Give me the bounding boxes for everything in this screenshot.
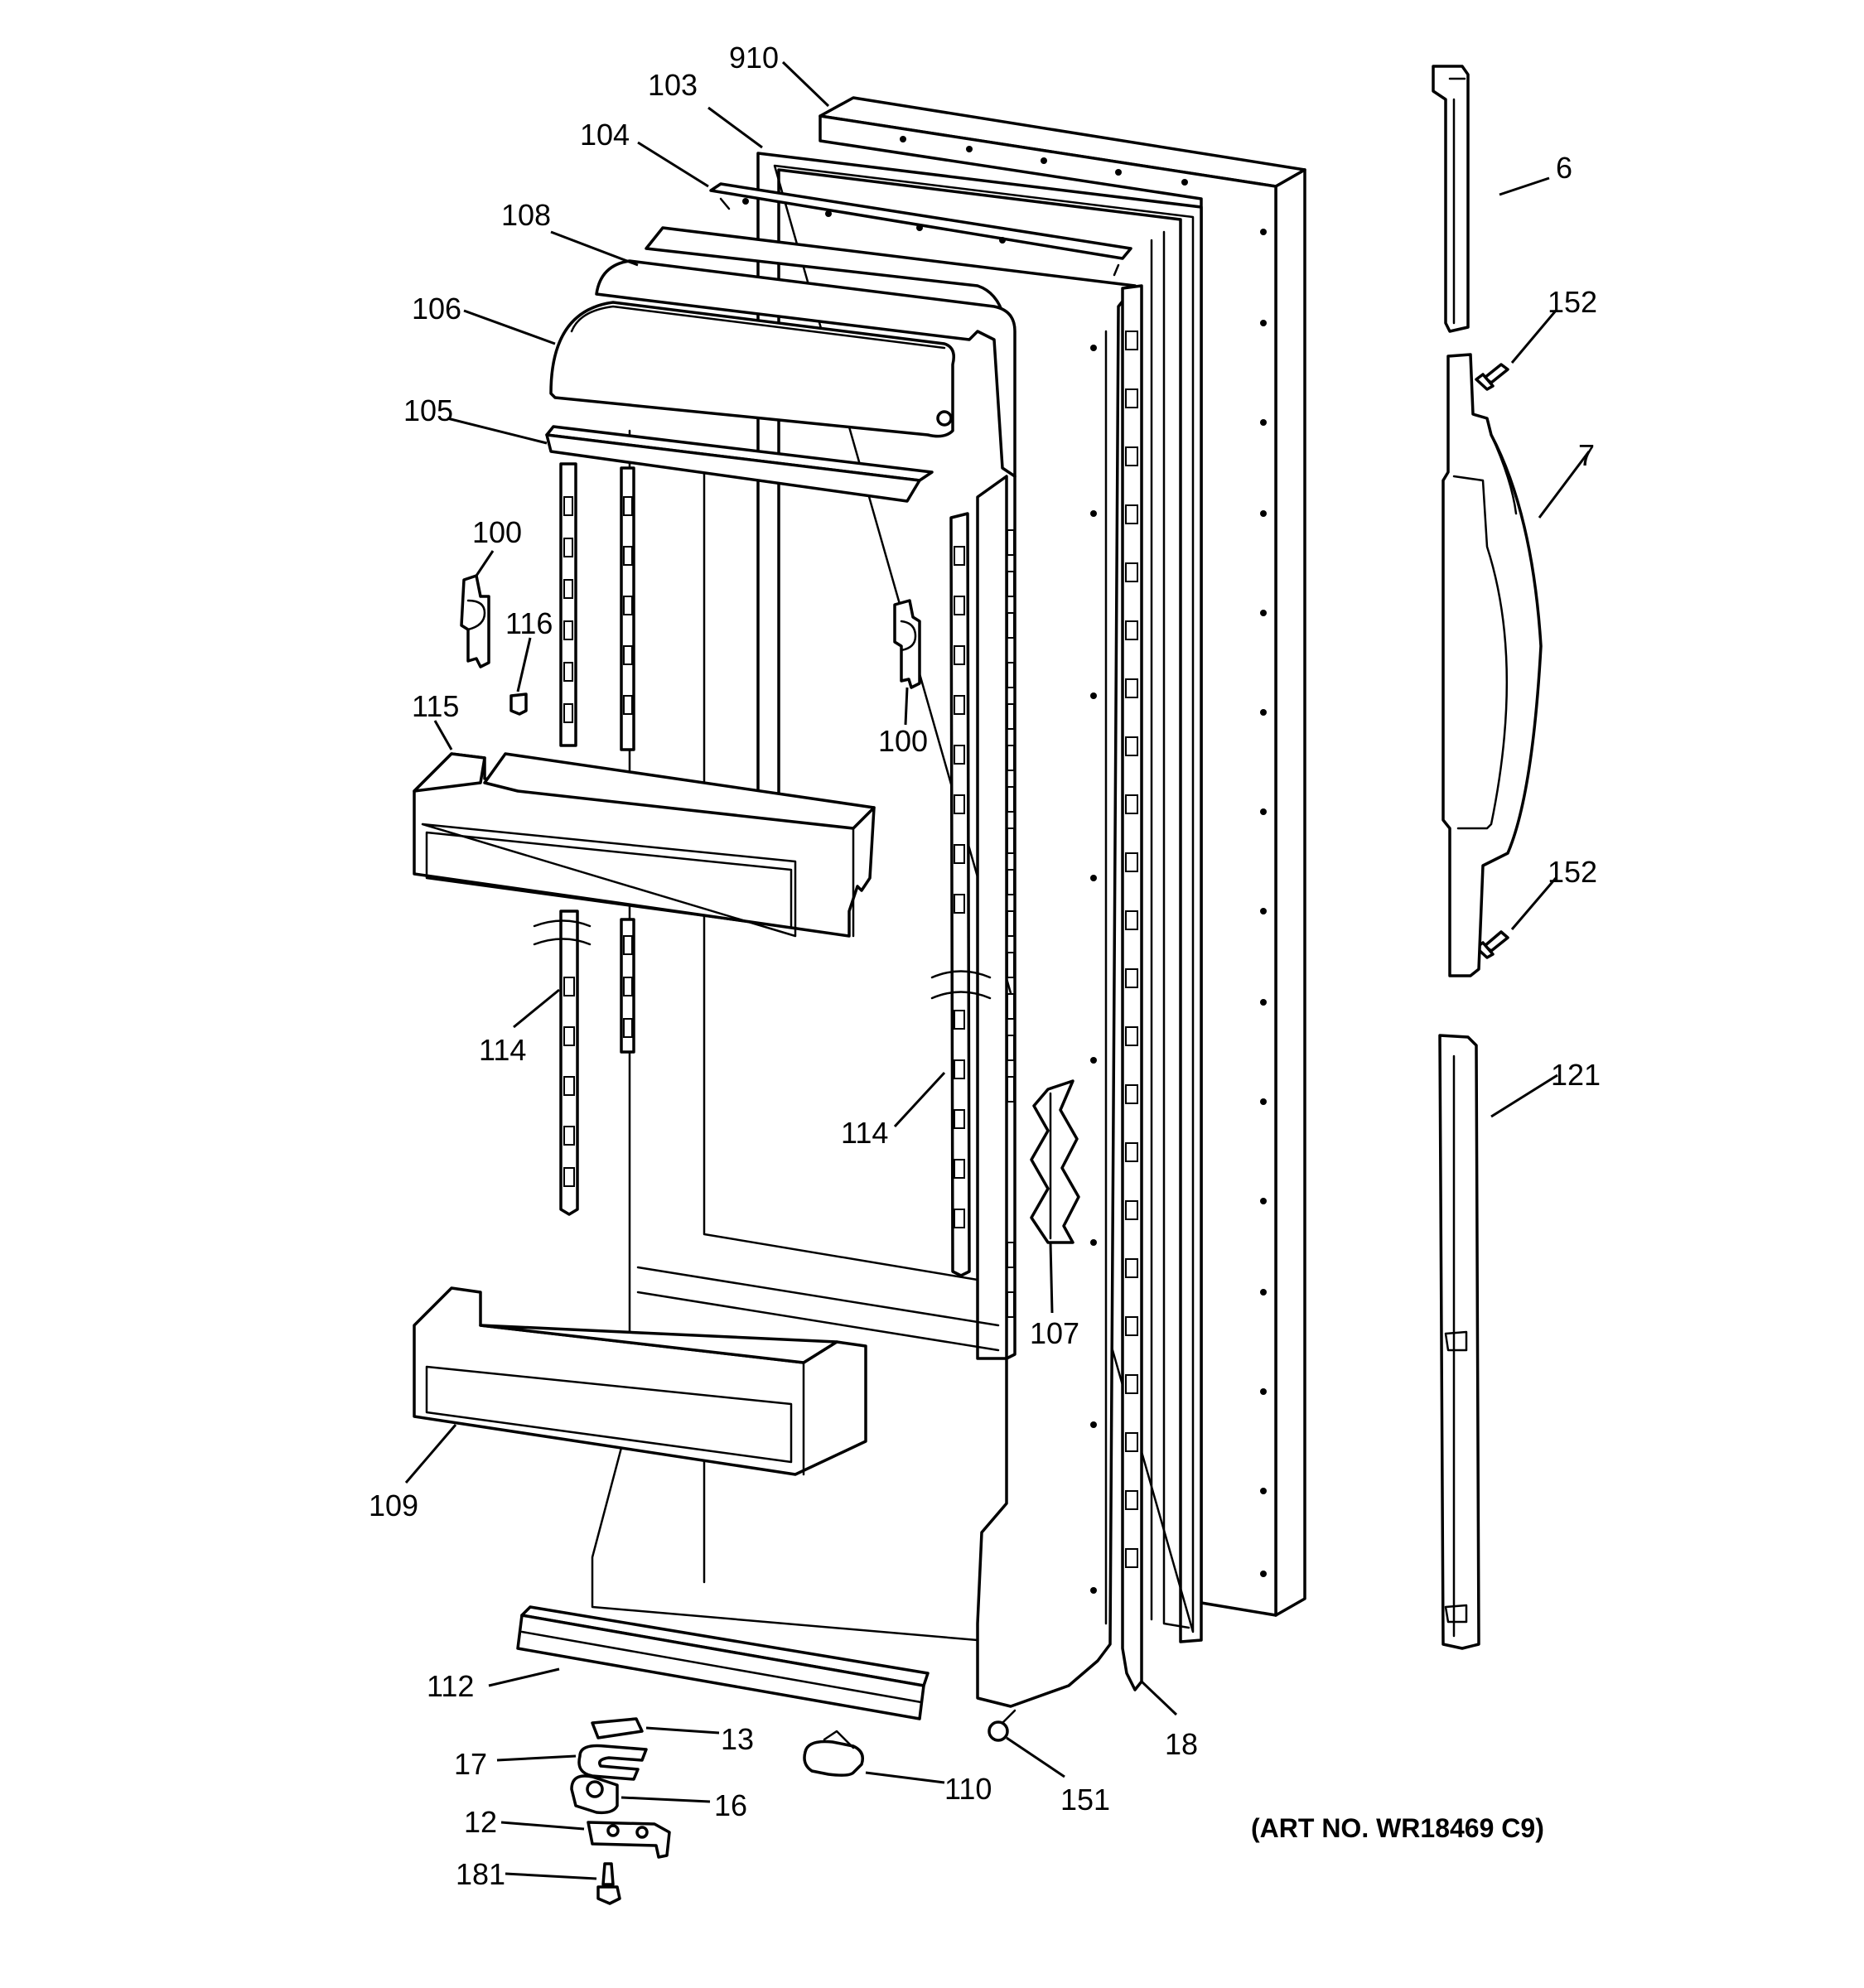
callout-108: 108 [501,198,551,232]
callout-181: 181 [456,1857,505,1891]
callout-13: 13 [721,1722,754,1756]
callout-6: 6 [1556,151,1572,185]
callout-115: 115 [412,689,459,723]
callout-114-left: 114 [479,1033,526,1067]
shelf-support-left [460,574,490,668]
shelf-rail-left [533,910,592,1216]
leader-lines [404,60,1591,1880]
callout-116: 116 [505,606,553,640]
callout-114-right: 114 [841,1116,888,1150]
callout-112: 112 [427,1669,474,1703]
callout-151: 151 [1060,1783,1110,1817]
hinge-spring-clip [577,1744,648,1781]
callout-104: 104 [580,118,630,152]
top-trim-strip [709,182,1132,277]
shelf-support-right [893,599,921,689]
callout-110: 110 [944,1772,992,1806]
liner-left-rails [559,462,635,1054]
callout-152-lower: 152 [1548,855,1597,889]
screw-upper [1475,363,1509,391]
callout-152-upper: 152 [1548,285,1597,319]
callout-16: 16 [714,1788,747,1822]
callout-18: 18 [1165,1727,1198,1761]
callout-100-left: 100 [472,515,522,549]
bin-gasket-strip [1030,1079,1080,1244]
callout-103: 103 [648,68,698,102]
inner-door-liner [591,226,1137,1708]
callout-107: 107 [1030,1316,1079,1350]
dairy-compartment-cover [549,301,955,438]
plug [988,1709,1017,1742]
hinge-bushing [570,1774,619,1815]
callout-109: 109 [369,1489,418,1522]
bottom-trim [516,1605,930,1720]
callout-100-right: 100 [878,724,928,758]
lower-door-bin [413,1286,867,1476]
hinge-bracket [587,1821,671,1859]
callout-106: 106 [412,292,461,326]
art-number-note: (ART NO. WR18469 C9) [1251,1813,1544,1843]
callout-labels: 910 103 104 108 106 105 100 116 100 115 … [369,41,1601,1891]
hinge-side-strip [1121,284,1143,1691]
callout-105: 105 [403,393,453,427]
upper-door-bin [413,752,876,938]
screw-lower [1475,930,1509,959]
door-handle [1441,353,1543,977]
shelf-rail-right [930,512,992,1277]
outer-door-panel [819,96,1306,1617]
handle-cap [1432,65,1470,333]
callout-7: 7 [1578,438,1595,472]
handle-trim [1438,1034,1480,1650]
hinge-screw [596,1862,621,1905]
clip [509,692,528,716]
callout-121: 121 [1551,1058,1601,1092]
hinge-shim [591,1717,644,1740]
callout-17: 17 [454,1747,487,1781]
callout-910: 910 [729,41,779,75]
foot-cover [803,1730,864,1777]
callout-12: 12 [464,1805,497,1839]
dairy-hinge-rail [545,425,934,503]
